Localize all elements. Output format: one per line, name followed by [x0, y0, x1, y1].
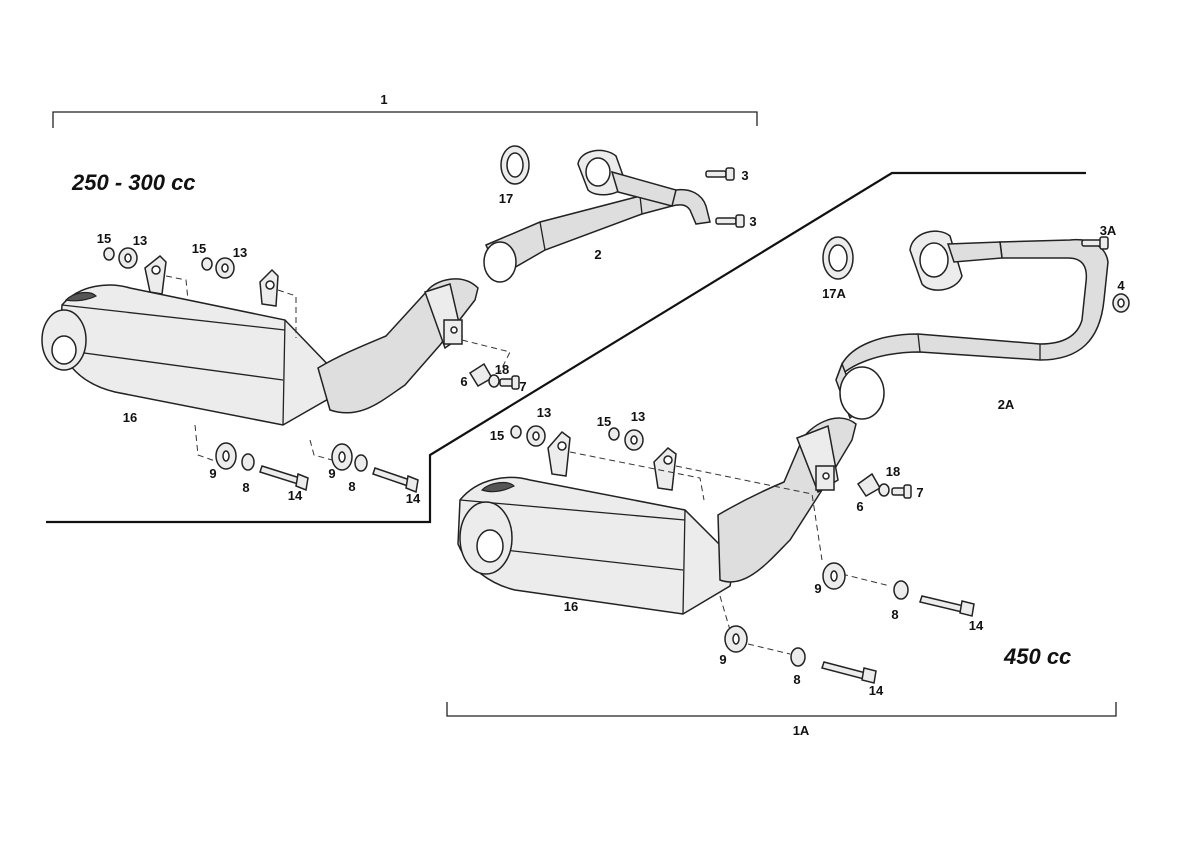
callout-top-18: 18 [495, 362, 509, 377]
bolt-3-lower [715, 214, 745, 228]
flat-washer-8-bottom-a [893, 580, 909, 600]
flat-washer-8-bottom-b [790, 647, 806, 667]
callout-bottom-13-left: 13 [537, 405, 551, 420]
callout-top-8-left: 8 [242, 480, 249, 495]
callout-top-7: 7 [519, 379, 526, 394]
callout-bottom-9-b: 9 [719, 652, 726, 667]
link-pipe-bottom [717, 417, 857, 583]
callout-bottom-18: 18 [886, 464, 900, 479]
callout-top-13-right: 13 [233, 245, 247, 260]
callout-top-9-right: 9 [328, 466, 335, 481]
alignment-line-bottom-e [747, 643, 791, 655]
grommet-13-top-right [215, 257, 235, 279]
bolt-3-upper [705, 167, 735, 181]
callout-top-8-right: 8 [348, 479, 355, 494]
grommet-13-bottom-right [624, 429, 644, 451]
callout-top-17: 17 [499, 191, 513, 206]
callout-bottom-14-b: 14 [869, 683, 884, 698]
callout-bottom-4: 4 [1117, 278, 1125, 293]
silencer-16-top [41, 254, 336, 426]
callout-bottom-13-right: 13 [631, 409, 645, 424]
rubber-mount-9-top-right [331, 443, 353, 471]
assembly-label-bottom: 1A [793, 723, 810, 738]
gasket-17 [500, 145, 530, 185]
rubber-mount-9-bottom-a [822, 562, 846, 590]
callout-bottom-7: 7 [916, 485, 923, 500]
callout-bottom-16: 16 [564, 599, 578, 614]
callout-bottom-3A: 3A [1100, 223, 1117, 238]
callout-top-14-left: 14 [288, 488, 303, 503]
callout-bottom-15-right: 15 [597, 414, 611, 429]
alignment-line-top-d [309, 439, 333, 461]
callout-top-2: 2 [594, 247, 601, 262]
callout-bottom-15-left: 15 [490, 428, 504, 443]
callout-bottom-6: 6 [856, 499, 863, 514]
callout-top-15-left: 15 [97, 231, 111, 246]
screw-7-bottom [891, 484, 912, 499]
assembly-bracket-bottom [446, 702, 1117, 717]
callout-bottom-8-b: 8 [793, 672, 800, 687]
long-bolt-14-top-left [259, 465, 309, 492]
nut-4 [1112, 293, 1130, 313]
screw-7-top [499, 375, 520, 390]
alignment-line-bottom-a [569, 451, 705, 501]
alignment-line-top-c [194, 424, 219, 463]
bolt-3A [1081, 236, 1109, 250]
callout-top-3b: 3 [749, 214, 756, 229]
spacer-18-top [488, 374, 500, 388]
callout-bottom-14-a: 14 [969, 618, 984, 633]
header-pipe-2 [483, 149, 711, 283]
callout-bottom-2A: 2A [998, 397, 1015, 412]
callout-top-3a: 3 [741, 168, 748, 183]
rubber-mount-9-bottom-b [724, 625, 748, 653]
title-large-engine: 450 cc [1003, 644, 1071, 669]
callout-bottom-8-a: 8 [891, 607, 898, 622]
spacer-18-bottom [878, 483, 890, 497]
callout-bottom-9-a: 9 [814, 581, 821, 596]
section-divider [46, 171, 1086, 524]
grommet-13-top-left [118, 247, 138, 269]
long-bolt-14-bottom-b [821, 661, 877, 684]
header-pipe-2A [835, 230, 1109, 420]
alignment-line-bottom-b [675, 465, 823, 561]
callout-top-15-right: 15 [192, 241, 206, 256]
callout-bottom-17A: 17A [822, 286, 846, 301]
link-pipe-top [317, 278, 479, 414]
washer-15-bottom-left [510, 425, 522, 439]
alignment-line-top-e [461, 339, 511, 373]
bracket-6-bottom [856, 472, 882, 497]
assembly-label-top: 1 [380, 92, 387, 107]
washer-15-top-left [103, 247, 115, 261]
assembly-bracket-top [52, 111, 758, 128]
alignment-line-bottom-d [841, 573, 891, 587]
silencer-16-bottom [457, 430, 736, 615]
long-bolt-14-bottom-a [919, 595, 975, 617]
grommet-13-bottom-left [526, 425, 546, 447]
callout-top-16: 16 [123, 410, 137, 425]
rubber-mount-9-top-left [215, 442, 237, 470]
washer-15-bottom-right [608, 427, 620, 441]
washer-15-top-right [201, 257, 213, 271]
callout-top-6: 6 [460, 374, 467, 389]
long-bolt-14-top-right [372, 467, 419, 494]
callout-top-13-left: 13 [133, 233, 147, 248]
callout-top-9-left: 9 [209, 466, 216, 481]
flat-washer-8-top-left [241, 453, 255, 471]
callout-top-14-right: 14 [406, 491, 421, 506]
gasket-17A [822, 236, 854, 280]
alignment-line-top-a [165, 275, 189, 301]
title-small-engine: 250 - 300 cc [71, 170, 196, 195]
alignment-line-bottom-c [719, 595, 731, 631]
flat-washer-8-top-right [354, 454, 368, 472]
